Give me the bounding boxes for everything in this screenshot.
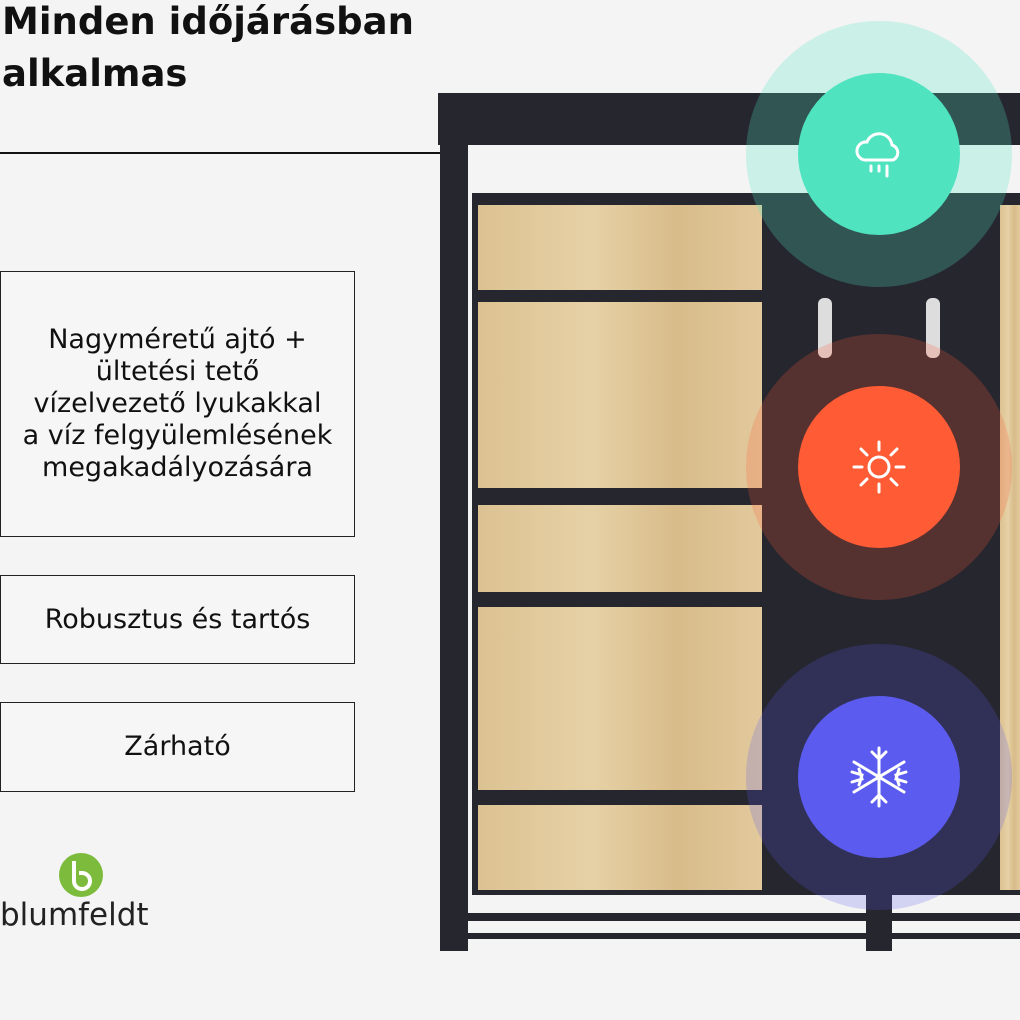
sun-icon [852,440,906,494]
feature-box-lockable: Zárható [0,702,355,792]
brand-logo-icon [59,853,103,897]
rain-indicator [746,21,1012,287]
snowflake-icon [850,746,908,808]
snow-indicator [746,644,1012,910]
page-title: Minden időjárásban alkalmas [2,0,414,95]
rain-cloud-icon [855,132,900,178]
feature-box-robust: Robusztus és tartós [0,575,355,664]
leader-line [0,152,448,154]
product-image [438,93,1020,953]
brand-logo: blumfeldt [0,845,170,940]
feature-box-door: Nagyméretű ajtó + ültetési tető vízelvez… [0,271,355,537]
sun-indicator [746,334,1012,600]
brand-name: blumfeldt [0,897,149,933]
